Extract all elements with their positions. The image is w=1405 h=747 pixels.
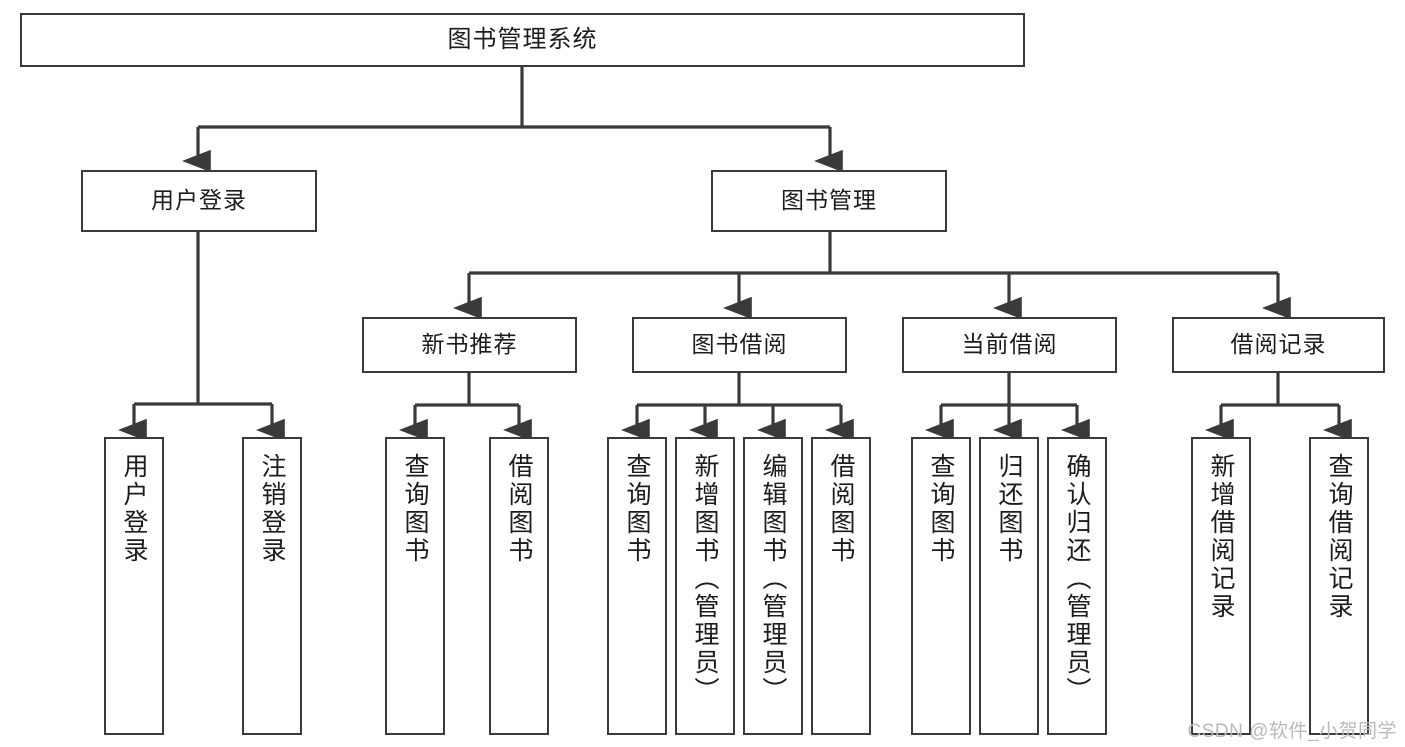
node-label: 图书管理: [781, 187, 877, 214]
node-label: 图书管理系统: [447, 25, 598, 53]
node-user-login[interactable]: 用户登录: [81, 170, 317, 232]
leaf-add-borrow-record[interactable]: 新增借阅记录: [1191, 437, 1251, 735]
node-label: 借阅图书: [505, 453, 533, 565]
node-label: 借阅记录: [1230, 331, 1327, 358]
node-label: 查询图书: [927, 453, 955, 565]
node-label: 查询图书: [401, 453, 429, 565]
node-root-library-management-system[interactable]: 图书管理系统: [20, 13, 1025, 67]
leaf-add-book-admin[interactable]: 新增图书（管理员）: [675, 437, 735, 735]
node-label: 借阅图书: [827, 453, 855, 565]
node-label: 查询图书: [623, 453, 651, 565]
node-new-book-recommendation[interactable]: 新书推荐: [362, 317, 577, 373]
leaf-confirm-return-admin[interactable]: 确认归还（管理员）: [1047, 437, 1107, 735]
node-label: 当前借阅: [961, 331, 1058, 358]
node-label: 查询借阅记录: [1325, 453, 1353, 621]
node-borrowing-records[interactable]: 借阅记录: [1172, 317, 1385, 373]
node-book-management[interactable]: 图书管理: [711, 170, 947, 232]
leaf-query-book-current[interactable]: 查询图书: [911, 437, 971, 735]
leaf-borrow-book[interactable]: 借阅图书: [811, 437, 871, 735]
leaf-edit-book-admin[interactable]: 编辑图书（管理员）: [743, 437, 803, 735]
node-label: 确认归还（管理员）: [1063, 453, 1091, 705]
leaf-query-borrow-record[interactable]: 查询借阅记录: [1309, 437, 1369, 735]
node-label: 新书推荐: [421, 331, 518, 358]
leaf-borrow-book-recommend[interactable]: 借阅图书: [489, 437, 549, 735]
leaf-query-book-borrow[interactable]: 查询图书: [607, 437, 667, 735]
node-label: 用户登录: [151, 187, 247, 214]
leaf-query-book-recommend[interactable]: 查询图书: [385, 437, 445, 735]
leaf-return-book[interactable]: 归还图书: [979, 437, 1039, 735]
node-label: 注销登录: [258, 453, 286, 565]
node-label: 图书借阅: [691, 331, 788, 358]
node-current-borrowing[interactable]: 当前借阅: [902, 317, 1117, 373]
node-label: 归还图书: [995, 453, 1023, 565]
node-label: 用户登录: [120, 453, 148, 565]
node-label: 新增图书（管理员）: [691, 453, 719, 705]
watermark-text: CSDN @软件_小贺同学: [1187, 721, 1397, 742]
leaf-user-login[interactable]: 用户登录: [104, 437, 164, 735]
node-label: 新增借阅记录: [1207, 453, 1235, 621]
node-book-borrowing[interactable]: 图书借阅: [632, 317, 847, 373]
node-label: 编辑图书（管理员）: [759, 453, 787, 705]
leaf-logout[interactable]: 注销登录: [242, 437, 302, 735]
